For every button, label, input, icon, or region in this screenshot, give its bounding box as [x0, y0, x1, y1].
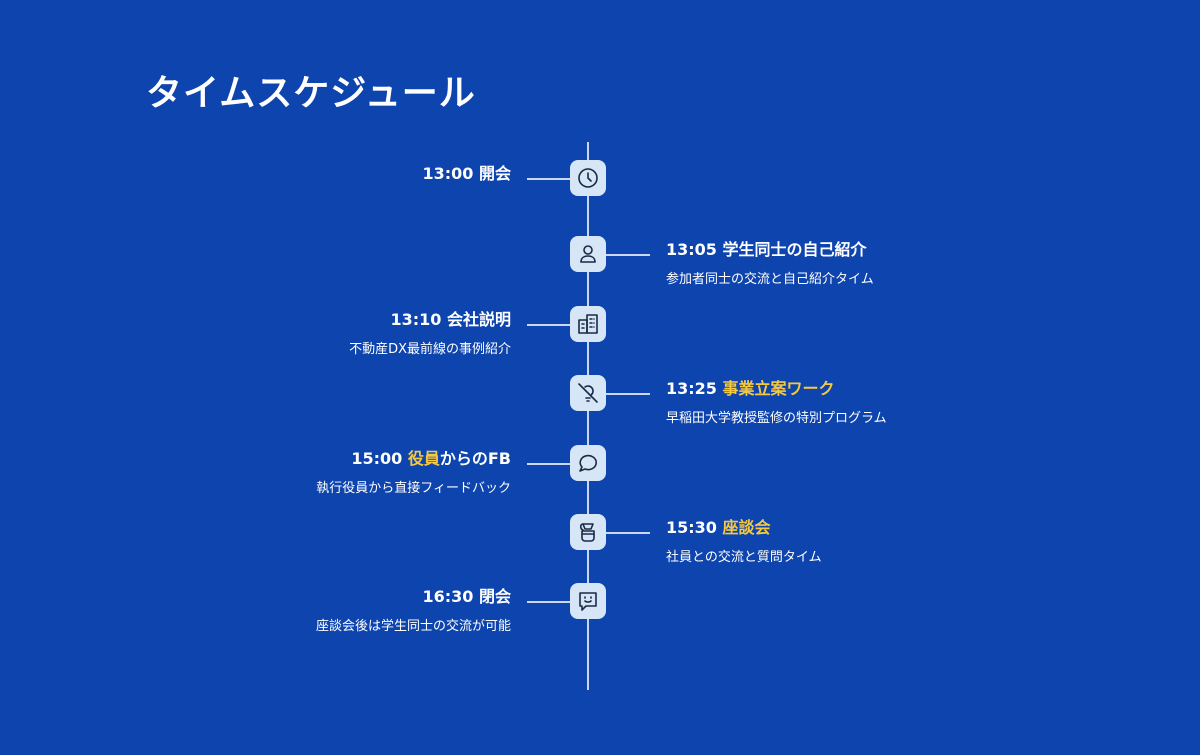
item-time: 15:30	[666, 518, 717, 537]
item-description: 執行役員から直接フィードバック	[316, 481, 511, 496]
item-title-highlight: 役員	[407, 449, 440, 468]
building-icon	[570, 306, 606, 342]
item-title: 閉会	[478, 587, 511, 606]
item-description: 不動産DX最前線の事例紹介	[349, 342, 511, 357]
item-time: 13:25	[666, 379, 717, 398]
item-title-highlight: 座談会	[722, 518, 771, 537]
connector-line	[527, 324, 570, 326]
item-heading: 13:00 開会	[422, 160, 511, 184]
item-time: 13:00	[422, 164, 474, 183]
connector-line	[606, 254, 650, 256]
item-description: 社員との交流と質問タイム	[666, 550, 822, 565]
coffee-pot-icon	[570, 514, 606, 550]
item-heading: 13:25 事業立案ワーク	[666, 375, 835, 399]
connector-line	[606, 393, 650, 395]
page-title: タイムスケジュール	[146, 73, 476, 114]
item-time: 13:05	[666, 240, 717, 259]
item-title: 会社説明	[446, 310, 511, 329]
item-title-highlight: 事業立案ワーク	[722, 379, 835, 398]
chat-bubble-icon	[570, 445, 606, 481]
item-title: 開会	[478, 164, 511, 183]
clock-icon	[570, 160, 606, 196]
item-title: 学生同士の自己紹介	[722, 240, 867, 259]
item-heading: 16:30 閉会	[422, 583, 511, 607]
item-title: からのFB	[439, 449, 511, 468]
connector-line	[527, 178, 570, 180]
item-heading: 15:00 役員からのFB	[351, 445, 511, 469]
connector-line	[527, 601, 570, 603]
connector-line	[606, 532, 650, 534]
timeline-line	[587, 142, 589, 690]
bulb-off-icon	[570, 375, 606, 411]
smile-message-icon	[570, 583, 606, 619]
item-heading: 13:05 学生同士の自己紹介	[666, 236, 867, 260]
item-description: 参加者同士の交流と自己紹介タイム	[666, 272, 874, 287]
item-heading: 15:30 座談会	[666, 514, 771, 538]
item-time: 16:30	[422, 587, 474, 606]
item-heading: 13:10 会社説明	[390, 306, 511, 330]
item-description: 座談会後は学生同士の交流が可能	[315, 619, 511, 634]
item-description: 早稲田大学教授監修の特別プログラム	[666, 411, 887, 426]
item-time: 15:00	[351, 449, 403, 468]
user-icon	[570, 236, 606, 272]
connector-line	[527, 463, 570, 465]
item-time: 13:10	[390, 310, 442, 329]
